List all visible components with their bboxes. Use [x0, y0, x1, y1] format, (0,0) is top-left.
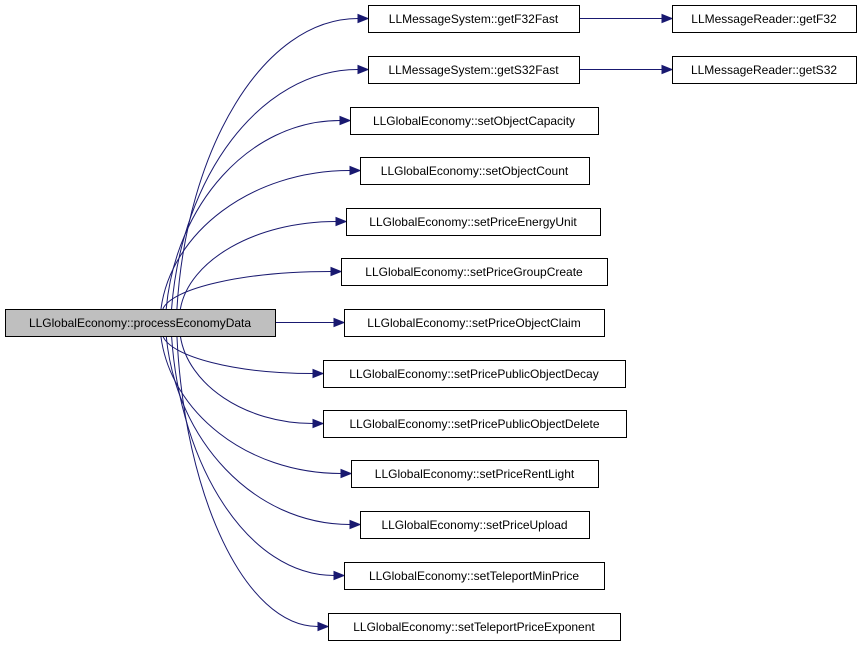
node-label-setPricePublicObjectDelete: LLGlobalEconomy::setPricePublicObjectDel… [349, 417, 599, 431]
node-label-setPriceUpload: LLGlobalEconomy::setPriceUpload [381, 518, 567, 532]
node-box-getF32[interactable] [672, 5, 857, 33]
node-setTeleportMinPrice[interactable]: LLGlobalEconomy::setTeleportMinPrice [344, 562, 605, 590]
node-label-setObjectCount: LLGlobalEconomy::setObjectCount [381, 164, 569, 178]
arrowhead-getS32Fast-to-getS32 [661, 64, 674, 75]
node-box-getS32[interactable] [672, 56, 857, 84]
node-box-getS32Fast[interactable] [368, 56, 580, 84]
arrowhead-root-to-setTeleportPriceExponent [317, 621, 330, 632]
arrowhead-root-to-setPriceGroupCreate [330, 266, 343, 277]
arrowhead-getF32Fast-to-getF32 [661, 13, 674, 24]
arrowhead-root-to-setPricePublicObjectDecay [312, 368, 325, 379]
node-box-setPriceGroupCreate[interactable] [341, 258, 608, 286]
node-box-setTeleportPriceExponent[interactable] [328, 613, 621, 641]
edge-root-to-getS32Fast [171, 69, 359, 310]
node-label-setTeleportPriceExponent: LLGlobalEconomy::setTeleportPriceExponen… [353, 620, 595, 634]
node-box-setPricePublicObjectDecay[interactable] [323, 360, 626, 388]
arrowhead-root-to-setPriceEnergyUnit [335, 216, 348, 227]
node-label-setPriceGroupCreate: LLGlobalEconomy::setPriceGroupCreate [365, 265, 583, 279]
node-setPriceObjectClaim[interactable]: LLGlobalEconomy::setPriceObjectClaim [344, 309, 605, 337]
edge-root-to-setPricePublicObjectDelete [179, 335, 314, 424]
node-getF32Fast[interactable]: LLMessageSystem::getF32Fast [368, 5, 580, 33]
edge-root-to-setPriceUpload [165, 335, 351, 525]
edge-root-to-setTeleportPriceExponent [176, 335, 319, 627]
node-getF32[interactable]: LLMessageReader::getF32 [672, 5, 857, 33]
edge-root-to-setTeleportMinPrice [171, 335, 335, 576]
arrowhead-root-to-setPricePublicObjectDelete [312, 418, 325, 429]
node-getS32Fast[interactable]: LLMessageSystem::getS32Fast [368, 56, 580, 84]
node-setPricePublicObjectDecay[interactable]: LLGlobalEconomy::setPricePublicObjectDec… [323, 360, 626, 388]
node-box-setPriceRentLight[interactable] [351, 460, 599, 488]
node-setPriceRentLight[interactable]: LLGlobalEconomy::setPriceRentLight [351, 460, 599, 488]
edges-layer [160, 13, 674, 632]
arrowhead-root-to-getF32Fast [357, 13, 370, 24]
node-box-setObjectCapacity[interactable] [350, 107, 599, 135]
node-label-setPriceObjectClaim: LLGlobalEconomy::setPriceObjectClaim [367, 316, 580, 330]
nodes-layer: LLGlobalEconomy::processEconomyData LLMes… [5, 5, 857, 641]
node-label-setTeleportMinPrice: LLGlobalEconomy::setTeleportMinPrice [369, 569, 579, 583]
edge-root-to-setPriceGroupCreate [162, 271, 332, 310]
node-root[interactable]: LLGlobalEconomy::processEconomyData [5, 309, 276, 337]
node-getS32[interactable]: LLMessageReader::getS32 [672, 56, 857, 84]
edge-root-to-getF32Fast [176, 18, 359, 310]
node-box-setPriceObjectClaim[interactable] [344, 309, 605, 337]
node-label-setPriceRentLight: LLGlobalEconomy::setPriceRentLight [375, 467, 575, 481]
arrowhead-root-to-setPriceRentLight [340, 468, 353, 479]
node-box-setTeleportMinPrice[interactable] [344, 562, 605, 590]
node-label-getS32Fast: LLMessageSystem::getS32Fast [388, 63, 559, 77]
arrowhead-root-to-setPriceUpload [349, 519, 362, 530]
edge-root-to-setObjectCount [160, 170, 351, 310]
node-label-getF32Fast: LLMessageSystem::getF32Fast [389, 12, 559, 26]
node-setObjectCount[interactable]: LLGlobalEconomy::setObjectCount [360, 157, 590, 185]
node-box-getF32Fast[interactable] [368, 5, 580, 33]
edge-root-to-setPriceEnergyUnit [179, 221, 337, 310]
node-label-getF32: LLMessageReader::getF32 [691, 12, 837, 26]
node-box-setPricePublicObjectDelete[interactable] [323, 410, 627, 438]
node-setPriceEnergyUnit[interactable]: LLGlobalEconomy::setPriceEnergyUnit [346, 208, 601, 236]
node-label-getS32: LLMessageReader::getS32 [691, 63, 837, 77]
node-box-setPriceUpload[interactable] [360, 511, 590, 539]
node-label-setPricePublicObjectDecay: LLGlobalEconomy::setPricePublicObjectDec… [349, 367, 598, 381]
edge-root-to-setPricePublicObjectDecay [162, 335, 314, 374]
arrowhead-root-to-setObjectCount [349, 165, 362, 176]
node-box-root[interactable] [5, 309, 276, 337]
node-setTeleportPriceExponent[interactable]: LLGlobalEconomy::setTeleportPriceExponen… [328, 613, 621, 641]
arrowhead-root-to-setTeleportMinPrice [333, 570, 346, 581]
arrowhead-root-to-setObjectCapacity [339, 115, 352, 126]
node-box-setObjectCount[interactable] [360, 157, 590, 185]
arrowhead-root-to-setPriceObjectClaim [333, 317, 346, 328]
node-setObjectCapacity[interactable]: LLGlobalEconomy::setObjectCapacity [350, 107, 599, 135]
node-setPriceUpload[interactable]: LLGlobalEconomy::setPriceUpload [360, 511, 590, 539]
node-label-setPriceEnergyUnit: LLGlobalEconomy::setPriceEnergyUnit [369, 215, 577, 229]
node-label-root: LLGlobalEconomy::processEconomyData [29, 316, 251, 330]
arrowhead-root-to-getS32Fast [357, 64, 370, 75]
node-setPricePublicObjectDelete[interactable]: LLGlobalEconomy::setPricePublicObjectDel… [323, 410, 627, 438]
edge-root-to-setPriceRentLight [160, 335, 342, 474]
node-box-setPriceEnergyUnit[interactable] [346, 208, 601, 236]
node-setPriceGroupCreate[interactable]: LLGlobalEconomy::setPriceGroupCreate [341, 258, 608, 286]
node-label-setObjectCapacity: LLGlobalEconomy::setObjectCapacity [373, 114, 575, 128]
